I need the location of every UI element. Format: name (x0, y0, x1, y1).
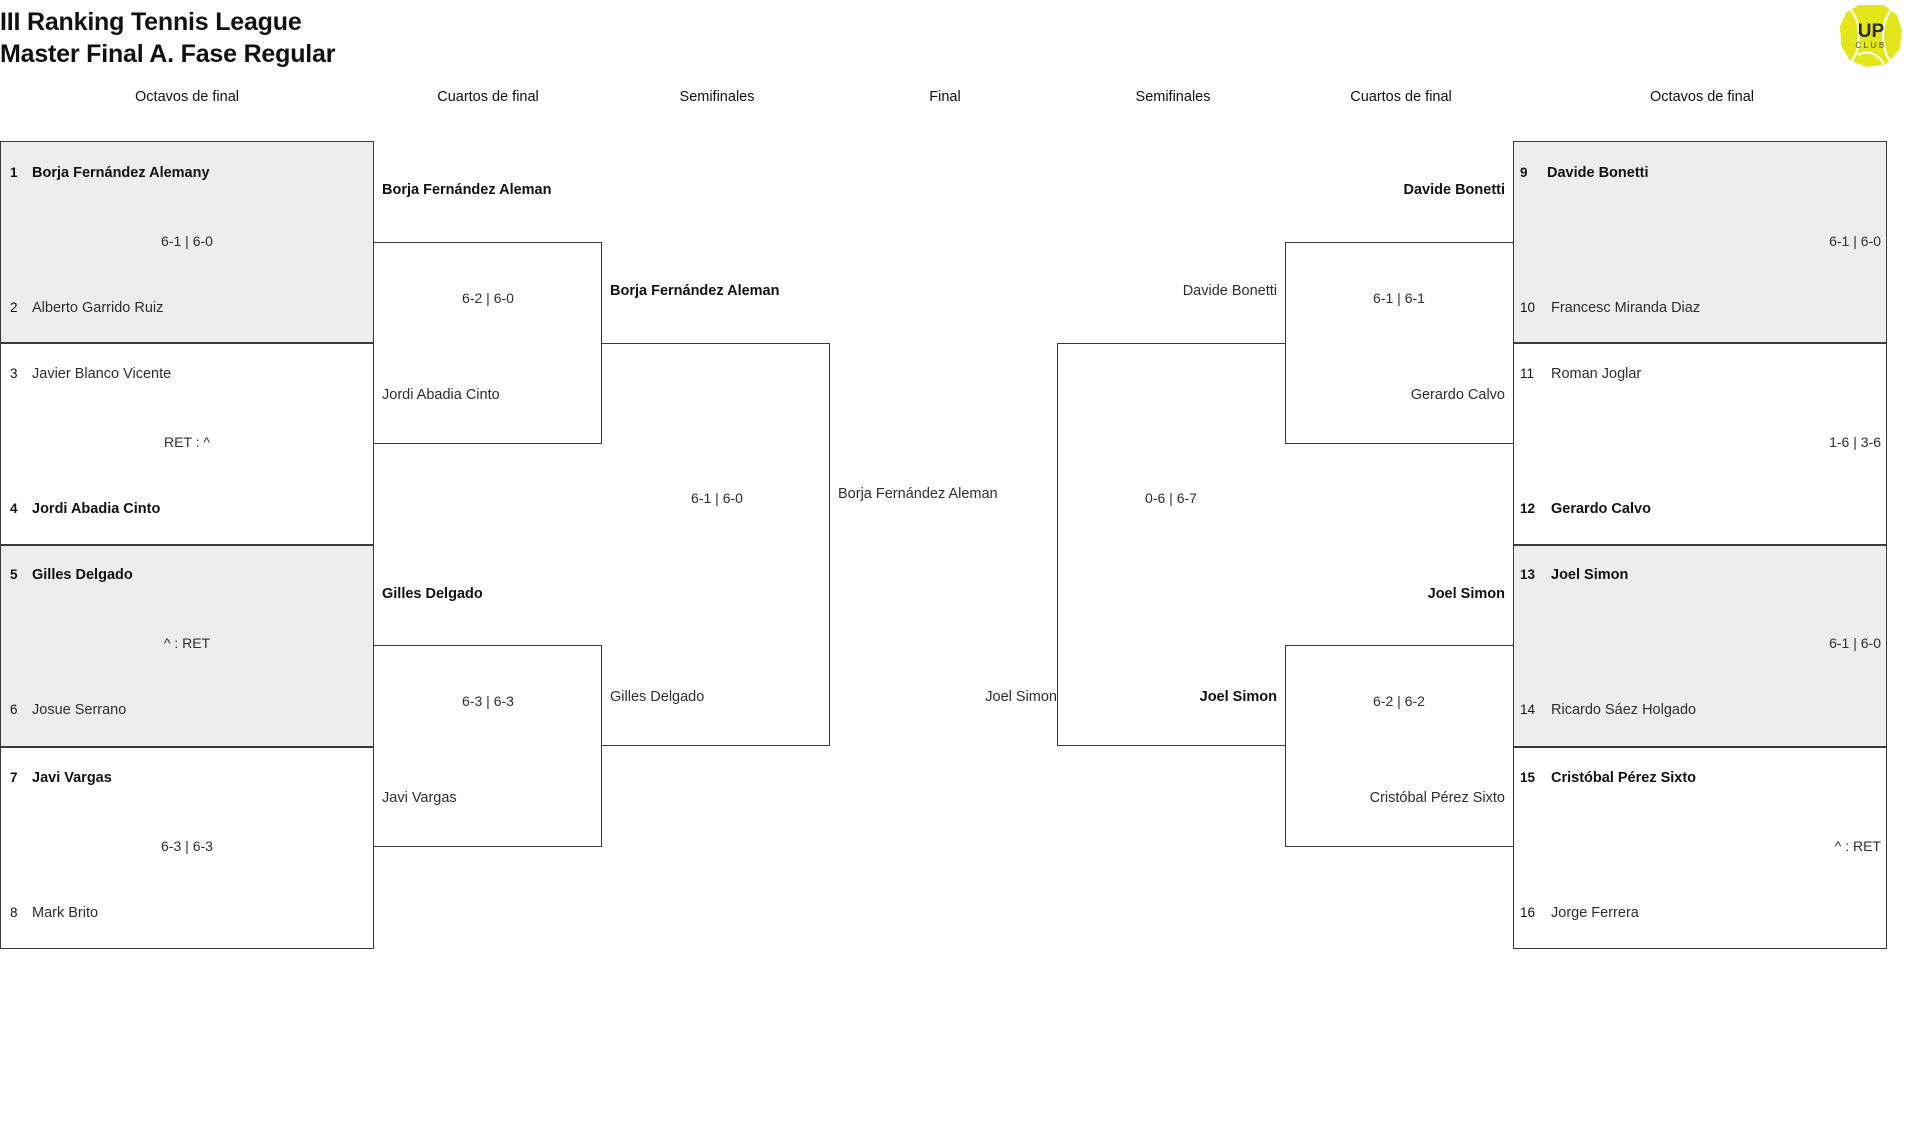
right-r16-m1-player-top[interactable]: Davide Bonetti (1547, 165, 1649, 181)
right-r16-m3-score: 6-1 | 6-0 (1829, 635, 1881, 651)
left-r16-m4-seed-bottom: 8 (10, 905, 18, 920)
right-sf-connector-1 (1057, 343, 1285, 746)
left-qf-m2-player-bottom[interactable]: Javi Vargas (382, 790, 457, 806)
left-r16-m4-seed-top: 7 (10, 770, 18, 785)
left-qf-m1-score: 6-2 | 6-0 (462, 290, 514, 306)
left-qf-m1-player-bottom[interactable]: Jordi Abadia Cinto (382, 387, 500, 403)
left-r16-match-2[interactable] (0, 343, 374, 545)
right-r16-m2-seed-bottom: 12 (1520, 501, 1536, 516)
right-qf-m1-player-bottom[interactable]: Gerardo Calvo (1410, 387, 1505, 403)
left-qf-connector-2 (374, 645, 602, 847)
right-r16-m1-seed-bottom: 10 (1520, 300, 1536, 315)
right-r16-m1-score: 6-1 | 6-0 (1829, 233, 1881, 249)
left-r16-m2-player-top[interactable]: Javier Blanco Vicente (32, 366, 172, 382)
left-r16-m1-seed-bottom: 2 (10, 300, 18, 315)
left-r16-m2-seed-top: 3 (10, 366, 18, 381)
right-r16-m1-player-bottom[interactable]: Francesc Miranda Diaz (1551, 300, 1701, 316)
right-sf-m1-player-top[interactable]: Davide Bonetti (1182, 283, 1277, 299)
logo-primary-text: UP (1857, 21, 1885, 42)
right-r16-m4-score: ^ : RET (1834, 838, 1881, 854)
right-r16-m3-player-top[interactable]: Joel Simon (1551, 567, 1629, 583)
left-r16-m4-player-top[interactable]: Javi Vargas (32, 770, 112, 786)
right-qf-m1-score: 6-1 | 6-1 (1373, 290, 1425, 306)
left-qf-m2-score: 6-3 | 6-3 (462, 693, 514, 709)
tennis-ball-icon (1840, 5, 1902, 67)
left-r16-m3-player-bottom[interactable]: Josue Serrano (32, 702, 127, 718)
right-qf-connector-1 (1285, 242, 1513, 444)
round-header-right-r16: Octavos de final (1650, 89, 1754, 105)
left-sf-connector-1 (602, 343, 830, 746)
right-qf-m2-player-bottom[interactable]: Cristóbal Pérez Sixto (1369, 790, 1505, 806)
page-title: III Ranking Tennis League Master Final A… (0, 6, 700, 70)
left-sf-m1-score: 6-1 | 6-0 (691, 490, 743, 506)
right-sf-m1-score: 0-6 | 6-7 (1145, 490, 1197, 506)
round-header-right-sf: Semifinales (1135, 89, 1211, 105)
left-r16-m3-player-top[interactable]: Gilles Delgado (32, 567, 133, 583)
right-r16-m4-seed-bottom: 16 (1520, 905, 1536, 920)
left-r16-m2-player-bottom[interactable]: Jordi Abadia Cinto (32, 501, 161, 517)
left-r16-m2-seed-bottom: 4 (10, 501, 18, 516)
left-r16-match-3[interactable] (0, 545, 374, 747)
round-header-left-r16: Octavos de final (135, 89, 239, 105)
left-r16-m2-score: RET : ^ (164, 434, 210, 450)
left-r16-m3-seed-bottom: 6 (10, 702, 18, 717)
right-qf-m2-player-top[interactable]: Joel Simon (1427, 586, 1505, 602)
right-r16-m2-player-top[interactable]: Roman Joglar (1551, 366, 1642, 382)
round-header-final: Final (929, 89, 961, 105)
left-r16-m3-score: ^ : RET (163, 635, 211, 651)
right-r16-m1-seed-top: 9 (1520, 165, 1528, 180)
final-right-finalist[interactable]: Joel Simon (985, 689, 1057, 705)
left-r16-m4-player-bottom[interactable]: Mark Brito (32, 905, 99, 921)
right-r16-m3-seed-bottom: 14 (1520, 702, 1536, 717)
right-r16-match-3[interactable] (1513, 545, 1887, 747)
left-r16-m4-score: 6-3 | 6-3 (161, 838, 213, 854)
right-r16-match-1[interactable] (1513, 141, 1887, 343)
right-r16-m4-seed-top: 15 (1520, 770, 1536, 785)
round-header-left-qf: Cuartos de final (437, 89, 539, 105)
right-qf-connector-2 (1285, 645, 1513, 847)
right-r16-m2-score: 1-6 | 3-6 (1829, 434, 1881, 450)
title-line-1: III Ranking Tennis League (0, 8, 302, 36)
left-r16-m1-player-bottom[interactable]: Alberto Garrido Ruiz (32, 300, 164, 316)
title-line-2: Master Final A. Fase Regular (0, 40, 336, 68)
left-r16-match-4[interactable] (0, 747, 374, 949)
left-r16-m3-seed-top: 5 (10, 567, 18, 582)
left-sf-m1-player-bottom[interactable]: Gilles Delgado (610, 689, 705, 705)
logo-secondary-text: CLUB (1855, 41, 1887, 50)
right-r16-m3-player-bottom[interactable]: Ricardo Sáez Holgado (1551, 702, 1697, 718)
left-r16-m1-seed-top: 1 (10, 165, 18, 180)
right-r16-m2-player-bottom[interactable]: Gerardo Calvo (1551, 501, 1651, 517)
right-r16-match-4[interactable] (1513, 747, 1887, 949)
round-header-right-qf: Cuartos de final (1350, 89, 1452, 105)
up-club-logo: UP CLUB (1840, 5, 1902, 67)
left-qf-m2-player-top[interactable]: Gilles Delgado (382, 586, 483, 602)
left-qf-connector-1 (374, 242, 602, 444)
right-r16-m4-player-bottom[interactable]: Jorge Ferrera (1551, 905, 1639, 921)
final-left-finalist[interactable]: Borja Fernández Aleman (838, 486, 998, 502)
round-header-left-sf: Semifinales (679, 89, 755, 105)
right-r16-m3-seed-top: 13 (1520, 567, 1536, 582)
left-sf-m1-player-top[interactable]: Borja Fernández Aleman (610, 283, 780, 299)
left-r16-match-1[interactable] (0, 141, 374, 343)
left-qf-m1-player-top[interactable]: Borja Fernández Aleman (382, 182, 552, 198)
right-r16-m2-seed-top: 11 (1520, 366, 1535, 381)
left-r16-m1-score: 6-1 | 6-0 (161, 233, 213, 249)
tennis-ball-seam-icon (1849, 8, 1893, 66)
right-r16-m4-player-top[interactable]: Cristóbal Pérez Sixto (1551, 770, 1697, 786)
right-qf-m2-score: 6-2 | 6-2 (1373, 693, 1425, 709)
left-r16-m1-player-top[interactable]: Borja Fernández Alemany (32, 165, 210, 181)
right-qf-m1-player-top[interactable]: Davide Bonetti (1403, 182, 1505, 198)
right-r16-match-2[interactable] (1513, 343, 1887, 545)
right-sf-m1-player-bottom[interactable]: Joel Simon (1199, 689, 1277, 705)
